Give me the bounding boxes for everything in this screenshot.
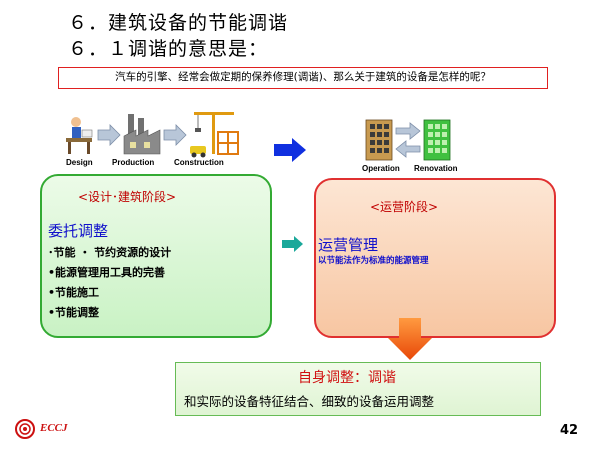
label-operation: Operation: [362, 164, 400, 173]
eccj-logo-icon: [15, 419, 35, 439]
right-arrow-small-icon: [282, 236, 303, 252]
design-item-4: •节能调整: [48, 306, 100, 319]
slide-subtitle: ６．１调谐的意思是：: [68, 38, 269, 60]
design-item-3: •节能施工: [48, 286, 100, 299]
page-number: 42: [560, 423, 579, 438]
self-adjustment-box: 自身调整：调谐 和实际的设备特征结合、细致的设备运用调整: [175, 362, 541, 416]
design-production-construction-illustration: [66, 112, 239, 158]
question-box: 汽车的引擎、经常会做定期的保养修理(调谐)、那么关于建筑的设备是怎样的呢？: [58, 67, 548, 89]
office-building-icon: [365, 119, 393, 161]
design-item-2: •能源管理用工具的完善: [48, 266, 166, 279]
green-building-icon: [423, 119, 451, 161]
eccj-logo-text: ECCJ: [40, 422, 68, 434]
label-construction: Construction: [174, 158, 224, 167]
operation-phase-title: <运营阶段>: [370, 200, 439, 214]
design-phase-title: <设计･建筑阶段>: [78, 190, 177, 204]
design-phase-heading: 委托调整: [48, 222, 109, 240]
label-design: Design: [66, 158, 93, 167]
self-adjustment-description: 和实际的设备特征结合、细致的设备运用调整: [184, 394, 435, 409]
self-adjustment-title: 自身调整：调谐: [298, 370, 396, 386]
design-item-1: ･节能 ・ 节约资源的设计: [48, 246, 172, 259]
slide-title: ６．建筑设备的节能调谐: [68, 12, 289, 34]
operation-phase-heading: 运营管理: [318, 236, 379, 254]
operation-renovation-illustration: [365, 119, 451, 161]
label-renovation: Renovation: [414, 164, 458, 173]
factory-icon: [123, 114, 161, 155]
down-arrow-icon: [388, 318, 432, 360]
right-arrow-icon: [274, 138, 306, 162]
operation-phase-box: <运营阶段> 运营管理 以节能法作为标准的能源管理: [314, 178, 556, 338]
designer-icon: [66, 117, 93, 154]
crane-icon: [190, 112, 239, 158]
design-phase-box: <设计･建筑阶段> 委托调整 ･节能 ・ 节约资源的设计 •能源管理用工具的完善…: [40, 174, 272, 338]
operation-phase-subtext: 以节能法作为标准的能源管理: [318, 256, 429, 266]
label-production: Production: [112, 158, 155, 167]
